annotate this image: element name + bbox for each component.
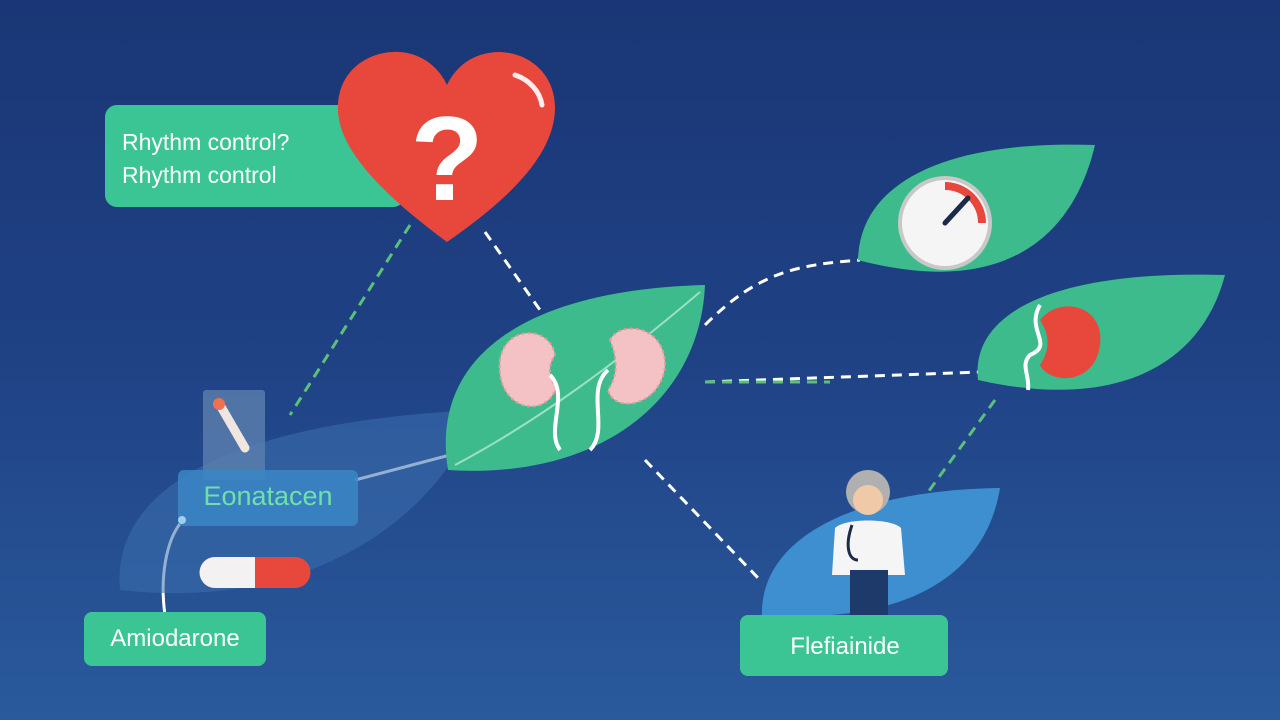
rhythm-control-question: Rhythm control? (122, 129, 289, 155)
connector-center-doctor (643, 458, 762, 582)
syringe-icon (213, 398, 250, 453)
connector-heart-center (483, 231, 542, 311)
amiodarone-label (84, 612, 266, 666)
heart-icon: ? (337, 51, 556, 243)
kidneys-icon (498, 327, 667, 452)
connector-kidney-doctor (913, 399, 997, 511)
pill-icon (199, 557, 311, 588)
amiodarone-text: Amiodarone (110, 625, 239, 652)
flefiainide-text: Flefiainide (790, 633, 899, 660)
flefiainide-label (740, 615, 948, 676)
kidney-icon (1040, 306, 1101, 379)
doctor-icon (832, 470, 905, 615)
gauge-leaf (858, 144, 1095, 272)
connector-center-gauge (703, 258, 861, 327)
connector-heart-left (288, 224, 412, 416)
question-mark: ? (410, 92, 483, 226)
kidney-leaf (977, 274, 1225, 391)
center-leaf (445, 285, 705, 471)
faded-card (178, 470, 358, 526)
rhythm-control-text: Rhythm control (122, 162, 277, 188)
connector-dot (178, 516, 186, 524)
connector-center-kidney (704, 370, 981, 384)
faded-card-text: Eonatacen (203, 481, 332, 511)
rhythm-control-label (105, 105, 405, 207)
